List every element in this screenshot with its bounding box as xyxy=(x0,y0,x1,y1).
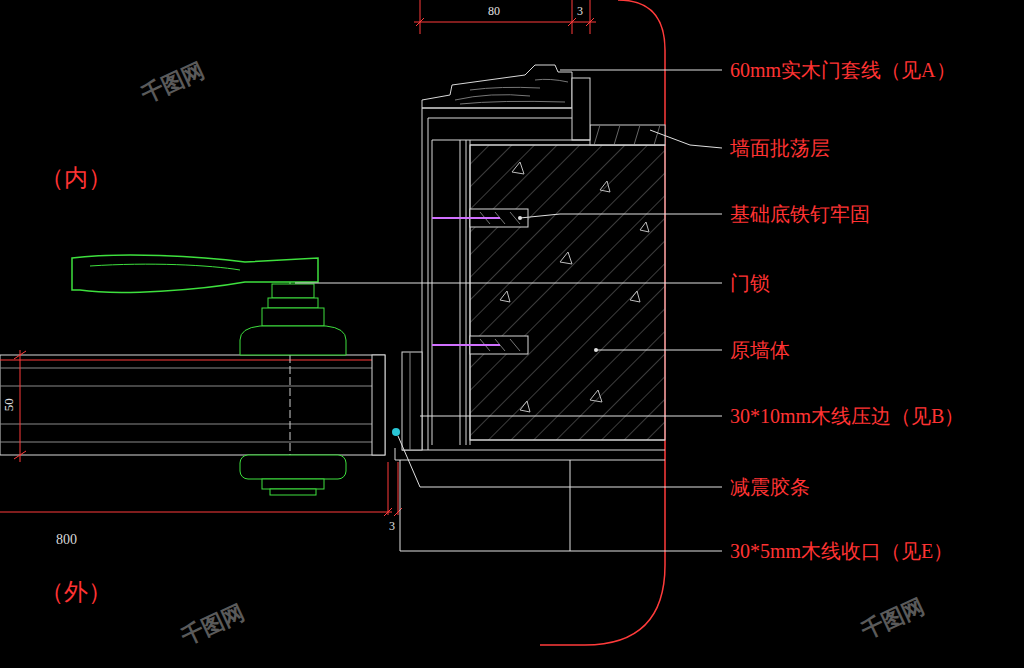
floor-finish xyxy=(395,440,665,460)
watermark: 千图网 xyxy=(138,57,209,109)
plug-hatch xyxy=(480,212,520,351)
door-stop-line xyxy=(410,352,411,450)
callout-label: 60mm实木门套线（见A） xyxy=(730,58,956,82)
dimension-value: 3 xyxy=(389,519,395,533)
callout-label: 墙面批荡层 xyxy=(730,136,830,160)
casing-edge xyxy=(572,78,590,140)
dimension-value: 3 xyxy=(577,4,583,18)
wood-grain xyxy=(455,79,568,104)
dimension-line xyxy=(572,0,573,34)
lock-rose xyxy=(270,489,316,495)
rubber-strip xyxy=(392,428,400,436)
leader-line xyxy=(560,70,722,71)
lock-rose xyxy=(268,298,318,308)
leader-line xyxy=(400,460,722,551)
leader-dot xyxy=(594,348,598,352)
plaster-hatch xyxy=(594,125,660,145)
dimension-value: 80 xyxy=(488,4,500,18)
leader-line xyxy=(596,350,722,351)
callout-label: 减震胶条 xyxy=(730,475,810,499)
door-stop-strip xyxy=(402,352,422,450)
dimension-tick xyxy=(416,18,594,26)
side-label: （内） xyxy=(40,164,112,193)
lock-rose xyxy=(262,308,324,326)
side-label: （外） xyxy=(40,578,112,607)
door-core xyxy=(0,368,372,442)
leader-dot xyxy=(518,216,522,220)
dimension-line xyxy=(0,512,392,513)
leader-line xyxy=(398,436,722,487)
callout-label: 原墙体 xyxy=(730,338,790,362)
door-leaf xyxy=(0,355,385,455)
dimension-line xyxy=(414,22,596,23)
door-surface xyxy=(0,360,372,361)
dimension-line xyxy=(420,0,421,34)
lock-rose xyxy=(272,284,314,298)
dimension-line xyxy=(388,462,389,515)
leader-lines xyxy=(295,70,722,551)
original-wall xyxy=(470,145,665,440)
door-frame xyxy=(422,108,470,450)
leader-line xyxy=(520,214,722,218)
iron-nail xyxy=(432,217,500,219)
callout-label: 30*5mm木线收口（见E） xyxy=(730,539,953,563)
lock-base xyxy=(240,455,346,479)
dimension-tick xyxy=(384,508,402,516)
dimension-value: 50 xyxy=(1,398,17,411)
dimension-line xyxy=(20,350,21,462)
dimension-line xyxy=(398,462,399,515)
concrete-aggregate xyxy=(500,162,649,412)
frame-edge xyxy=(422,108,665,145)
callout-label: 基础底铁钉牢固 xyxy=(730,202,870,226)
leader-line xyxy=(650,130,722,148)
handle-line xyxy=(90,264,240,270)
door-casing xyxy=(422,65,572,108)
leader-line xyxy=(295,283,722,284)
dimension-line xyxy=(590,0,591,34)
watermark: 千图网 xyxy=(178,599,249,651)
dimension-value: 800 xyxy=(56,532,77,549)
lock-base xyxy=(240,326,346,355)
lock-rose xyxy=(262,479,324,489)
leader-line xyxy=(420,416,722,417)
plaster-layer xyxy=(590,125,665,145)
door-edge-strip xyxy=(372,355,385,455)
callout-label: 30*10mm木线压边（见B） xyxy=(730,404,964,428)
watermark: 千图网 xyxy=(858,593,929,645)
iron-nail xyxy=(432,344,500,346)
callout-label: 门锁 xyxy=(730,271,770,295)
dimension-tick xyxy=(14,351,26,459)
